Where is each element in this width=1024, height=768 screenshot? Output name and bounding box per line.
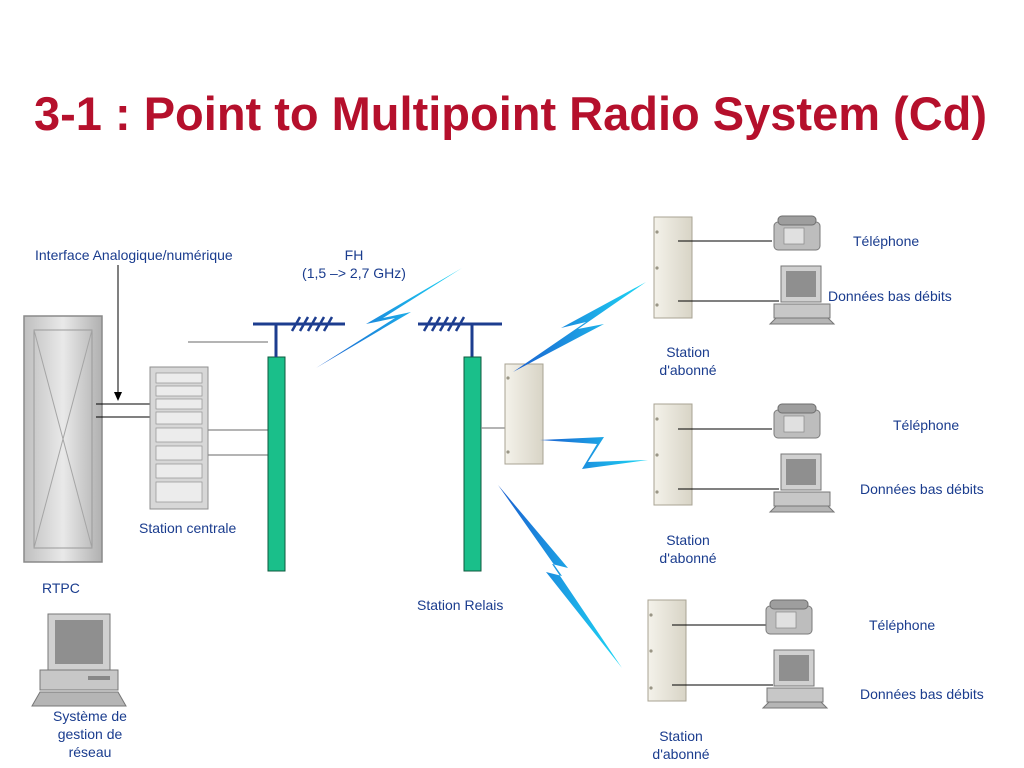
gestion-label-line2: gestion de <box>57 726 123 742</box>
telephone-2-icon <box>773 403 821 439</box>
central-mast <box>267 325 286 572</box>
subscriber-unit-1-icon <box>653 216 693 319</box>
fh-label-line1: FH <box>344 247 364 263</box>
computer-2-icon <box>768 453 836 513</box>
subscriber-unit-2-icon <box>653 403 693 506</box>
relay-mast <box>463 325 505 572</box>
management-computer-icon <box>31 613 127 707</box>
telephone-2-label: Téléphone <box>893 417 960 433</box>
computer-3-icon <box>761 649 829 709</box>
subscriber-1-label-line1: Station <box>666 344 710 360</box>
fh-label-line2: (1,5 –> 2,7 GHz) <box>302 265 406 281</box>
relay-link-2-icon <box>540 437 648 469</box>
subscriber-3-label-line1: Station <box>659 728 703 744</box>
telephone-1-icon <box>773 215 821 251</box>
central-station-rack-icon <box>149 366 209 510</box>
subscriber-2-label-line2: d'abonné <box>659 550 717 566</box>
central-mast-links <box>188 341 268 456</box>
relay-link-3-icon <box>498 485 622 668</box>
telephone-3-label: Téléphone <box>869 617 936 633</box>
slide-title: 3-1 : Point to Multipoint Radio System (… <box>34 87 988 140</box>
subscriber-unit-3-icon <box>647 599 687 702</box>
interface-pointer <box>114 265 122 401</box>
subscriber-2-label-line1: Station <box>666 532 710 548</box>
gestion-label-line3: réseau <box>68 744 112 760</box>
telephone-1-label: Téléphone <box>853 233 920 249</box>
relay-antenna-icon <box>418 316 502 332</box>
subscriber-3-label-line2: d'abonné <box>652 746 710 762</box>
data-2-label: Données bas débits <box>860 481 984 497</box>
central-antenna-icon <box>253 316 345 332</box>
telephone-3-icon <box>765 599 813 635</box>
station-relais-label: Station Relais <box>417 597 504 613</box>
interface-label: Interface Analogique/numérique <box>35 247 233 263</box>
subscriber-1-label-line2: d'abonné <box>659 362 717 378</box>
computer-1-icon <box>768 265 836 325</box>
data-1-label: Données bas débits <box>828 288 952 304</box>
rtpc-label: RTPC <box>42 580 80 596</box>
rtpc-links <box>96 403 152 418</box>
station-centrale-label: Station centrale <box>139 520 237 536</box>
relay-link-1-icon <box>513 282 646 372</box>
gestion-label-line1: Système de <box>53 708 127 724</box>
data-3-label: Données bas débits <box>860 686 984 702</box>
rtpc-switch-icon <box>23 315 103 563</box>
fh-radio-link-icon <box>316 268 462 368</box>
relay-radio-unit-icon <box>504 363 544 465</box>
